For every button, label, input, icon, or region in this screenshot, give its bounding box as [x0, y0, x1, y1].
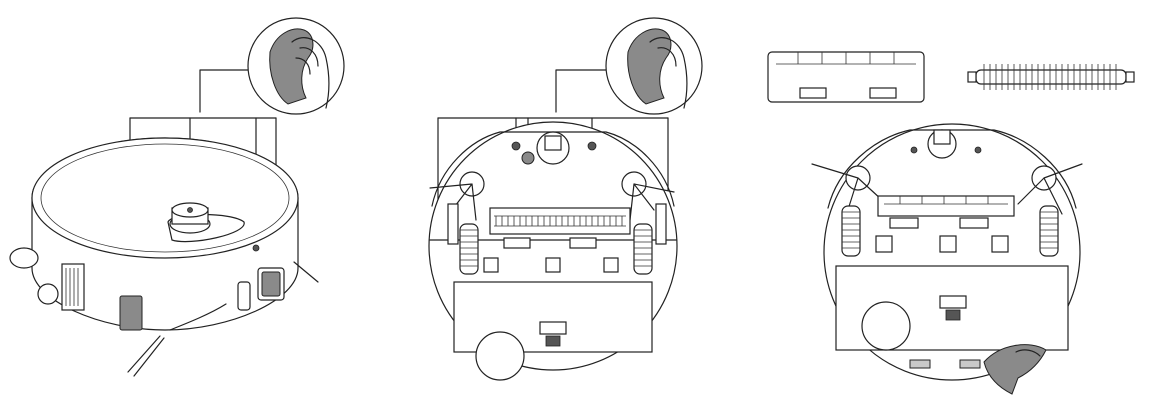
- side-brush-icon: [169, 303, 227, 331]
- main-brush-icon: [967, 64, 1135, 90]
- cloth-wipe-icon: [247, 17, 345, 115]
- sensor-dot-top: [252, 244, 260, 252]
- wheel-icon: [841, 205, 1059, 257]
- mop-pad-icon: [475, 331, 525, 381]
- cliff-sensor-icon: [511, 141, 521, 151]
- wheel-icon: [459, 223, 653, 275]
- front-sensor-window: [119, 295, 143, 331]
- mop-pad-icon: [861, 301, 911, 351]
- main-brush-cover-icon: [767, 51, 925, 103]
- robot-top-view: [9, 17, 345, 377]
- cloth-wipe-icon: [605, 17, 703, 115]
- robot-bottom-brushes-removed: [767, 51, 1135, 395]
- main-brush-icon: [489, 207, 631, 235]
- robot-bottom-view: [428, 17, 703, 381]
- cliff-sensor-icon: [910, 146, 918, 154]
- robot-top-cover: [31, 137, 299, 259]
- cloth-wipe-icon: [983, 344, 1047, 395]
